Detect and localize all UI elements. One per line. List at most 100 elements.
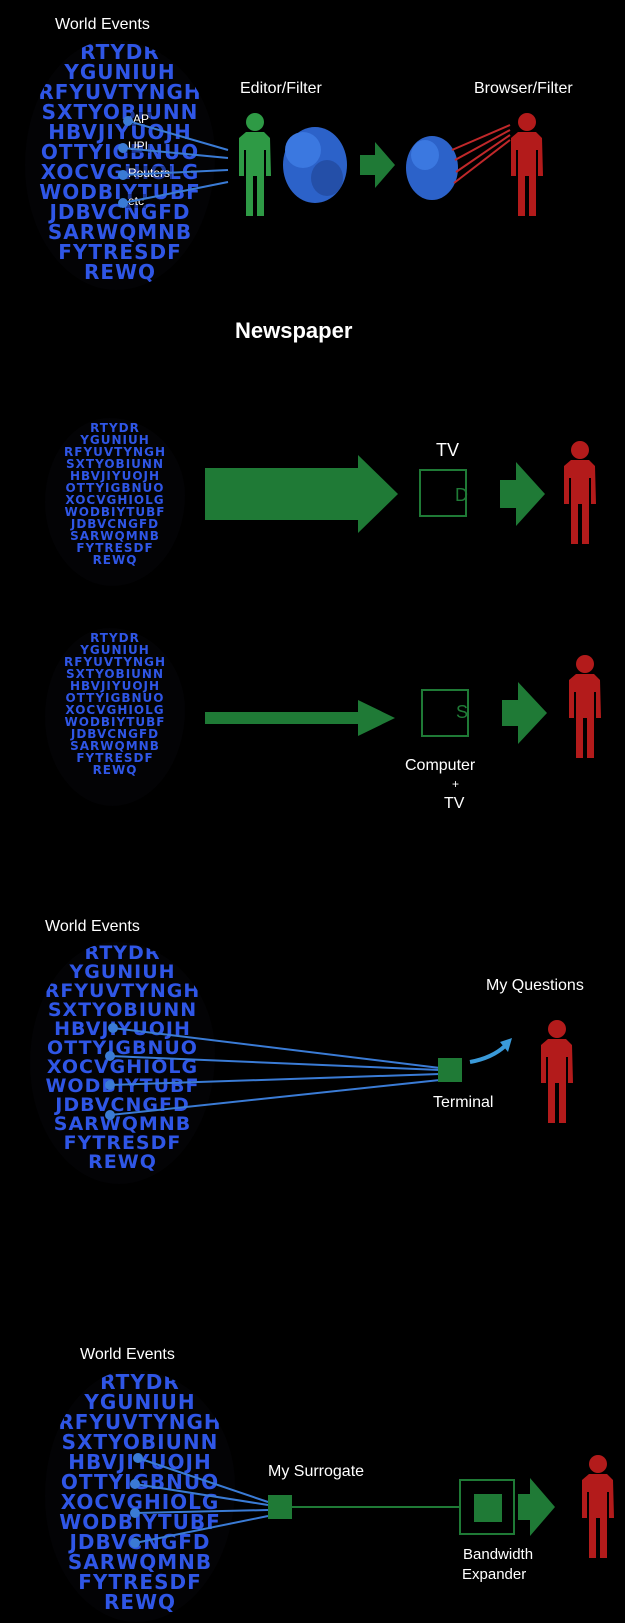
tv-box-letter: D [455, 485, 468, 505]
bandwidth-expander-outer-box [459, 1479, 515, 1535]
blob-text-line: OTTYIGBNUO [65, 481, 165, 495]
blob-text-line: HBVJIYUOJH [69, 469, 161, 483]
tv-label-2: TV [444, 795, 465, 812]
blob-text-line: FYTRESDF [76, 751, 154, 765]
blob-text-line: RTYDR [90, 421, 140, 435]
blob-text-line: YGUNIUH [80, 643, 150, 657]
my-surrogate-label: My Surrogate [268, 1463, 365, 1480]
newspaper-arrow [360, 142, 395, 188]
expander-to-user-arrow [518, 1478, 555, 1536]
blob-text-line: JDBVCNGFD [49, 200, 191, 224]
blob-text-line: XOCVGHIOLG [65, 703, 165, 717]
question-arrow-head [500, 1038, 512, 1052]
viewer-figure-tv [564, 441, 596, 544]
newspaper-caption: Newspaper [235, 318, 353, 343]
terminal-box [438, 1058, 462, 1082]
editor-figure [239, 113, 271, 216]
blob-text-line: SXTYOBIUNN [41, 100, 199, 124]
terminal-feed-lines [105, 1023, 441, 1120]
viewer-figure-computer [569, 655, 601, 758]
blob-text-line: RTYDR [90, 631, 140, 645]
blob-text-line: YGUNIUH [64, 60, 176, 84]
filtered-news-cloud-2 [406, 136, 458, 200]
blob-text-line: REWQ [103, 1590, 177, 1614]
blob-text-line: RTYDR [84, 942, 161, 964]
blob-text-line: FYTRESDF [58, 240, 182, 264]
blob-text-line: HBVJIYUOJH [69, 679, 161, 693]
blob-text-line: SARWQMNB [70, 739, 160, 753]
question-arrow [469, 1044, 507, 1064]
blob-text-line: SXTYOBIUNN [66, 457, 164, 471]
blob-text-line: FYTRESDF [76, 541, 154, 555]
filtered-news-cloud-1 [283, 127, 347, 203]
broadcast-arrow-computer [205, 700, 395, 736]
blob-text-line: JDBVCNGFD [70, 727, 160, 741]
world-events-label-1: World Events [55, 16, 150, 33]
blob-text-line: OTTYIGBNUO [47, 1037, 198, 1059]
blob-text-line: XOCVGHIOLG [60, 1490, 220, 1514]
tv-box [419, 469, 467, 517]
blob-text-line: REWQ [83, 260, 157, 284]
reader-figure-1 [511, 113, 543, 216]
blob-text-line: HBVJIYUOJH [48, 120, 192, 144]
user-figure-terminal [541, 1020, 573, 1123]
blob-text-line: SXTYOBIUNN [47, 999, 198, 1021]
blob-text-line: JDBVCNGFD [70, 517, 160, 531]
blob-text-line: XOCVGHIOLG [65, 493, 165, 507]
surrogate-box [268, 1495, 292, 1519]
blob-text-line: RTYDR [100, 1370, 180, 1394]
blob-text-line: REWQ [92, 763, 138, 777]
blob-text-line: SARWQMNB [47, 220, 193, 244]
browser-gaze-lines [451, 124, 511, 184]
blob-text-line: SARWQMNB [67, 1550, 213, 1574]
blob-text-line: RFYUVTYNGH [64, 445, 166, 459]
blob-text-line: FYTRESDF [78, 1570, 202, 1594]
blob-text-line: RFYUVTYNGH [44, 980, 201, 1002]
world-events-label-4: World Events [45, 918, 140, 935]
terminal-label: Terminal [433, 1094, 494, 1111]
blob-text-line: FYTRESDF [63, 1132, 182, 1154]
blob-text-line: OTTYIGBNUO [65, 691, 165, 705]
user-figure-surrogate [582, 1455, 614, 1558]
bandwidth-expander-inner-box [474, 1494, 502, 1522]
blob-text-line: YGUNIUH [80, 433, 150, 447]
newspaper-feed-lines [118, 116, 229, 208]
bandwidth-label: Bandwidth [463, 1546, 534, 1563]
tv-to-viewer-arrow [500, 462, 545, 526]
blob-text-line: SARWQMNB [53, 1113, 192, 1135]
blob-text-line: OTTYIGBNUO [25, 142, 215, 162]
blob-text-line: SXTYOBIUNN [61, 1430, 219, 1454]
blob-text-line: WODBIYTUBF [39, 180, 201, 204]
browser-filter-label: Browser/Filter [474, 80, 573, 97]
tv-label: TV [436, 440, 460, 460]
expander-label: Expander [462, 1566, 527, 1583]
blob-text-line: REWQ [92, 553, 138, 567]
my-questions-label: My Questions [486, 977, 584, 994]
blob-text-line: RTYDR [80, 40, 160, 64]
blob-text-line: YGUNIUH [84, 1390, 196, 1414]
blob-text-line: SXTYOBIUNN [66, 667, 164, 681]
blob-text-line: XOCVGHIOLG [46, 1056, 199, 1078]
blob-text-line: WODBIYTUBF [64, 715, 166, 729]
broadcast-arrow-tv [205, 455, 398, 533]
world-events-label-5: World Events [80, 1346, 175, 1363]
computer-label: Computer [405, 757, 476, 774]
blob-text-line: RFYUVTYNGH [58, 1410, 222, 1434]
blob-text-line: WODBIYTUBF [64, 505, 166, 519]
blob-text-line: RFYUVTYNGH [64, 655, 166, 669]
blob-text-line: SARWQMNB [70, 529, 160, 543]
computer-box-letter: S [456, 702, 469, 722]
surrogate-feed-lines [130, 1453, 269, 1548]
editor-filter-label: Editor/Filter [240, 80, 322, 97]
computer-to-viewer-arrow [502, 682, 547, 744]
blob-text-line: WODBIYTUBF [59, 1510, 221, 1534]
blob-text-line: RFYUVTYNGH [38, 80, 202, 104]
blob-text-line: WODBIYTUBF [45, 1075, 200, 1097]
plus-label: + [452, 777, 460, 791]
